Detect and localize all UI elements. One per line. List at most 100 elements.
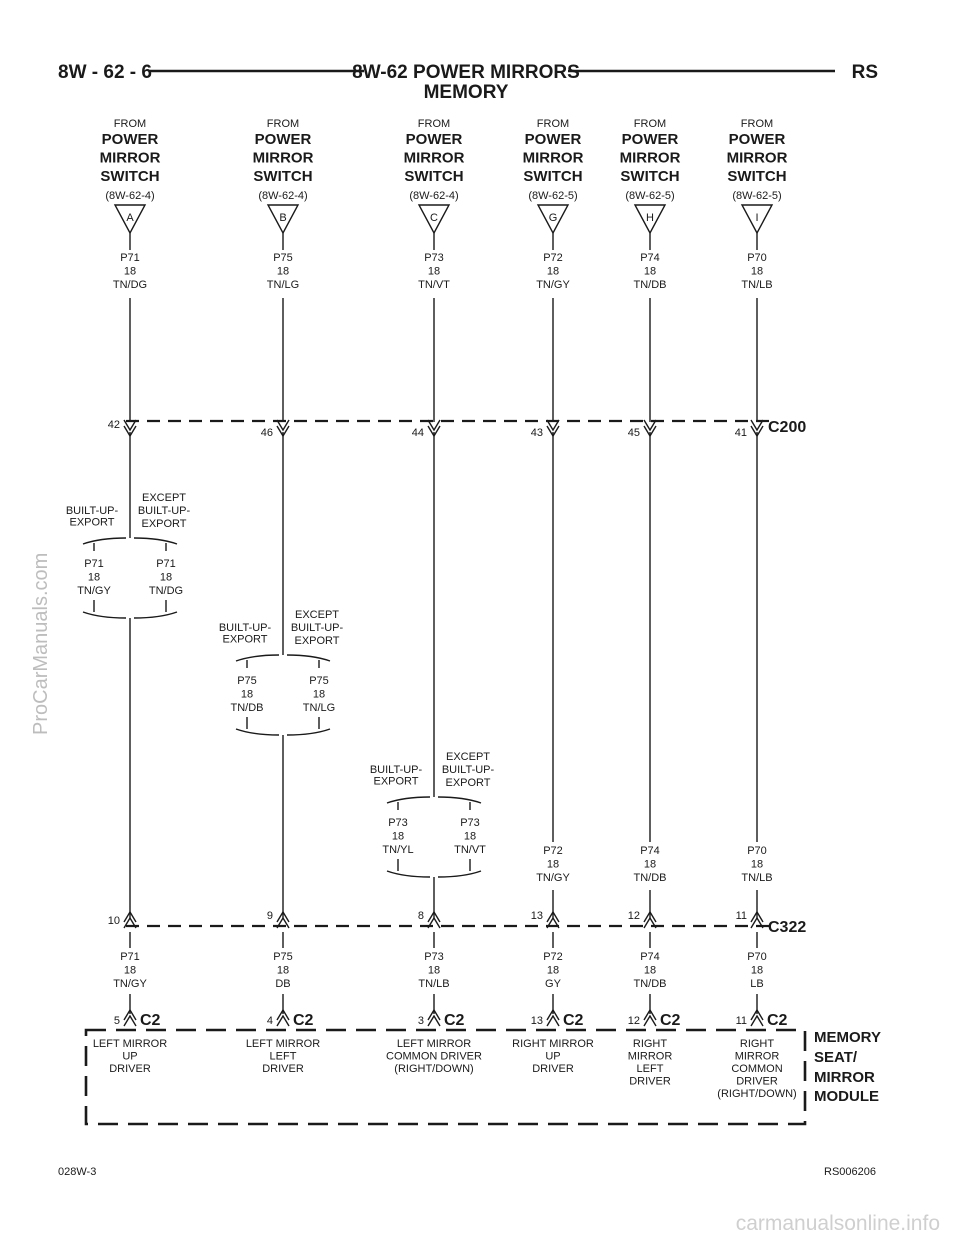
bottom-wire-label-1: P75 [273, 951, 293, 963]
c200-pin-number: 41 [735, 427, 747, 439]
watermark-bottom: carmanualsonline.info [736, 1212, 940, 1235]
top-wire-label-1: P74 [640, 252, 660, 264]
function-label-3: (RIGHT/DOWN) [394, 1063, 473, 1075]
bottom-wire-label-3: TN/DB [634, 978, 667, 990]
source-label-3: SWITCH [404, 168, 463, 185]
from-label: FROM [634, 118, 666, 130]
bottom-wire-label-2: 18 [277, 965, 289, 977]
bottom-wire-label-2: 18 [547, 965, 559, 977]
split-right-wire-3: TN/DG [149, 585, 183, 597]
c2-connector-label: C2 [293, 1012, 314, 1029]
c200-pin-chevron [546, 419, 560, 432]
section-code: RS [852, 62, 878, 83]
split-right-wire-1: P73 [460, 817, 480, 829]
c322-pin-chevron [643, 916, 657, 929]
split-right-title-3: EXPORT [141, 518, 186, 530]
split-right-title-3: EXPORT [294, 635, 339, 647]
c200-pin-chevron [750, 419, 764, 432]
c2-connector-label: C2 [660, 1012, 681, 1029]
function-label-3: DRIVER [262, 1063, 304, 1075]
module-label-4: MODULE [814, 1088, 879, 1105]
page-id: 8W - 62 - 6 [58, 62, 152, 83]
split-left-title-2: EXPORT [222, 634, 267, 646]
c2-pin-number: 4 [267, 1015, 273, 1027]
source-label-2: MIRROR [620, 150, 681, 167]
c322-pin-chevron-inner [546, 910, 560, 923]
c322-pin-number: 10 [108, 915, 120, 927]
wire-column-6: FROMPOWERMIRRORSWITCH(8W-62-5)IP7018TN/L… [717, 118, 796, 1100]
mid-wire-label-3: TN/GY [536, 872, 570, 884]
mid-wire-label-2: 18 [644, 859, 656, 871]
top-wire-label-2: 18 [751, 266, 763, 278]
memory-module: MEMORY SEAT/ MIRROR MODULE [84, 1028, 881, 1126]
top-wire-label-3: TN/GY [536, 279, 570, 291]
c322-pin-chevron-inner [643, 910, 657, 923]
mid-wire-label-2: 18 [547, 859, 559, 871]
connector-c200: C200 [126, 419, 806, 436]
top-wire-label-2: 18 [277, 266, 289, 278]
source-label-3: SWITCH [100, 168, 159, 185]
source-reference: (8W-62-5) [625, 190, 674, 202]
module-label-3: MIRROR [814, 1069, 875, 1086]
source-label-1: POWER [255, 131, 312, 148]
c200-pin-chevron [123, 419, 137, 432]
figure-number: 028W-3 [58, 1166, 96, 1178]
mid-wire-label-3: TN/LB [741, 872, 772, 884]
split-right-title-1: EXCEPT [446, 751, 490, 763]
wire-column-5: FROMPOWERMIRRORSWITCH(8W-62-5)HP7418TN/D… [620, 118, 681, 1088]
source-label-2: MIRROR [404, 150, 465, 167]
split-left-wire-2: 18 [392, 831, 404, 843]
wire-column-3: FROMPOWERMIRRORSWITCH(8W-62-4)CP7318TN/V… [370, 118, 495, 1075]
function-label-3: LEFT [637, 1063, 664, 1075]
top-wire-label-3: TN/VT [418, 279, 450, 291]
page-footer: 028W-3 RS006206 [58, 1166, 876, 1178]
c200-pin-number: 43 [531, 427, 543, 439]
c322-pin-number: 12 [628, 910, 640, 922]
mid-wire-label-2: 18 [751, 859, 763, 871]
split-left-title-1: BUILT-UP- [66, 505, 119, 517]
c200-pin-number: 42 [108, 419, 120, 431]
top-wire-label-1: P75 [273, 252, 293, 264]
wire-column-2: FROMPOWERMIRRORSWITCH(8W-62-4)BP7518TN/L… [219, 118, 344, 1075]
source-reference: (8W-62-4) [409, 190, 458, 202]
pin-triangle [740, 204, 774, 235]
bottom-wire-label-3: TN/GY [113, 978, 147, 990]
page-header: 8W - 62 - 6 8W-62 POWER MIRRORS MEMORY R… [58, 62, 878, 103]
split-left-wire-3: TN/GY [77, 585, 111, 597]
bottom-wire-label-2: 18 [644, 965, 656, 977]
from-label: FROM [537, 118, 569, 130]
module-label-1: MEMORY [814, 1029, 881, 1046]
c2-connector-label: C2 [767, 1012, 788, 1029]
connector-c322: C322 [126, 919, 806, 936]
c200-pin-number: 44 [412, 427, 424, 439]
c2-pin-chevron-inner [276, 1008, 290, 1021]
wire-column-4: FROMPOWERMIRRORSWITCH(8W-62-5)GP7218TN/G… [512, 118, 594, 1075]
top-wire-label-2: 18 [547, 266, 559, 278]
pin-triangle [536, 204, 570, 235]
wire-column-1: FROMPOWERMIRRORSWITCH(8W-62-4)AP7118TN/D… [66, 118, 191, 1075]
split-left-wire-3: TN/DB [231, 702, 264, 714]
top-wire-label-1: P70 [747, 252, 767, 264]
mid-wire-label-3: TN/DB [634, 872, 667, 884]
splice-bottom-curve [235, 728, 331, 736]
function-label-1: LEFT MIRROR [397, 1038, 471, 1050]
top-wire-label-3: TN/DG [113, 279, 147, 291]
c322-pin-chevron [750, 916, 764, 929]
c200-label: C200 [768, 419, 806, 436]
mid-wire-label-1: P70 [747, 845, 767, 857]
source-label-3: SWITCH [523, 168, 582, 185]
source-label-3: SWITCH [727, 168, 786, 185]
c2-pin-chevron-inner [427, 1008, 441, 1021]
pin-triangle [266, 204, 300, 235]
c2-pin-number: 11 [736, 1015, 747, 1027]
split-left-wire-1: P75 [237, 675, 257, 687]
function-label-2: UP [545, 1051, 560, 1063]
source-label-2: MIRROR [523, 150, 584, 167]
source-reference: (8W-62-4) [258, 190, 307, 202]
split-right-title-1: EXCEPT [295, 609, 339, 621]
from-label: FROM [741, 118, 773, 130]
module-dashed-outline [84, 1028, 807, 1126]
pin-letter: G [549, 212, 558, 224]
split-left-wire-2: 18 [241, 689, 253, 701]
